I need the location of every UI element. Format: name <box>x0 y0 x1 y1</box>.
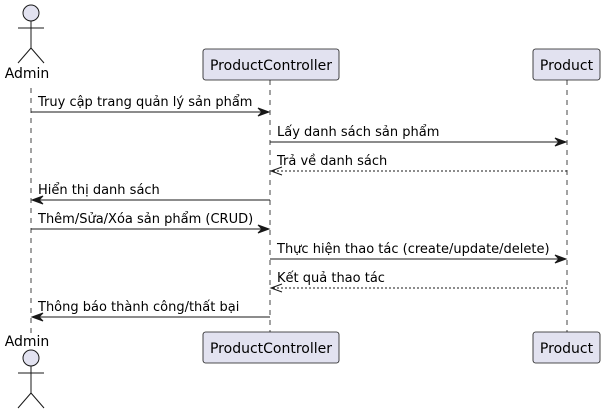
participant-box <box>532 331 601 364</box>
participant-box <box>202 331 340 364</box>
message-label: Hiển thị danh sách <box>38 183 160 198</box>
message-8: Thông báo thành công/thất bại <box>30 300 270 322</box>
participant-label: Product <box>540 58 594 74</box>
message-label: Truy cập trang quản lý sản phẩm <box>37 95 252 110</box>
participant-box <box>202 48 340 81</box>
filled-arrowhead-icon <box>257 107 271 117</box>
participant-box <box>532 48 601 81</box>
actor-leg-right <box>30 392 45 409</box>
participant-label: Product <box>540 341 594 357</box>
open-arrowhead-icon <box>269 166 283 176</box>
filled-arrowhead-icon <box>554 137 568 147</box>
actor-leg-right <box>30 47 45 64</box>
lifelines <box>30 80 568 336</box>
filled-arrowhead-icon <box>257 224 271 234</box>
actor-leg-left <box>17 47 32 64</box>
filled-arrowhead-icon <box>554 254 568 264</box>
participant-controller-bottom: ProductController <box>202 331 340 364</box>
participant-label: ProductController <box>210 341 332 357</box>
message-3: Trả về danh sách <box>269 154 567 176</box>
message-label: Thông báo thành công/thất bại <box>37 300 239 315</box>
message-label: Trả về danh sách <box>276 154 387 169</box>
participant-label: ProductController <box>210 58 332 74</box>
filled-arrowhead-icon <box>30 312 44 322</box>
message-4: Hiển thị danh sách <box>30 183 270 205</box>
participant-heads: AdminAdminProductControllerProductContro… <box>5 4 601 409</box>
message-2: Lấy danh sách sản phẩm <box>270 125 568 147</box>
open-arrowhead-icon <box>269 283 283 293</box>
actor-label: Admin <box>5 66 50 82</box>
actor-leg-left <box>17 392 32 409</box>
actor-head <box>22 4 40 22</box>
message-label: Lấy danh sách sản phẩm <box>277 125 439 140</box>
participant-product-bottom: Product <box>532 331 601 364</box>
actor-head <box>22 349 40 367</box>
participant-product-top: Product <box>532 48 601 81</box>
actor-admin-bottom: Admin <box>5 334 50 409</box>
actor-figure-icon <box>17 4 45 64</box>
message-label: Thực hiện thao tác (create/update/delete… <box>276 242 550 257</box>
message-label: Kết quả thao tác <box>277 271 385 286</box>
participant-controller-top: ProductController <box>202 48 340 81</box>
message-6: Thực hiện thao tác (create/update/delete… <box>270 242 568 264</box>
actor-admin-top: Admin <box>5 4 50 82</box>
message-label: Thêm/Sửa/Xóa sản phẩm (CRUD) <box>37 212 253 227</box>
message-5: Thêm/Sửa/Xóa sản phẩm (CRUD) <box>31 212 271 234</box>
message-1: Truy cập trang quản lý sản phẩm <box>31 95 271 117</box>
actor-figure-icon <box>17 349 45 409</box>
filled-arrowhead-icon <box>30 195 44 205</box>
actor-label: Admin <box>5 334 50 350</box>
message-7: Kết quả thao tác <box>269 271 567 293</box>
